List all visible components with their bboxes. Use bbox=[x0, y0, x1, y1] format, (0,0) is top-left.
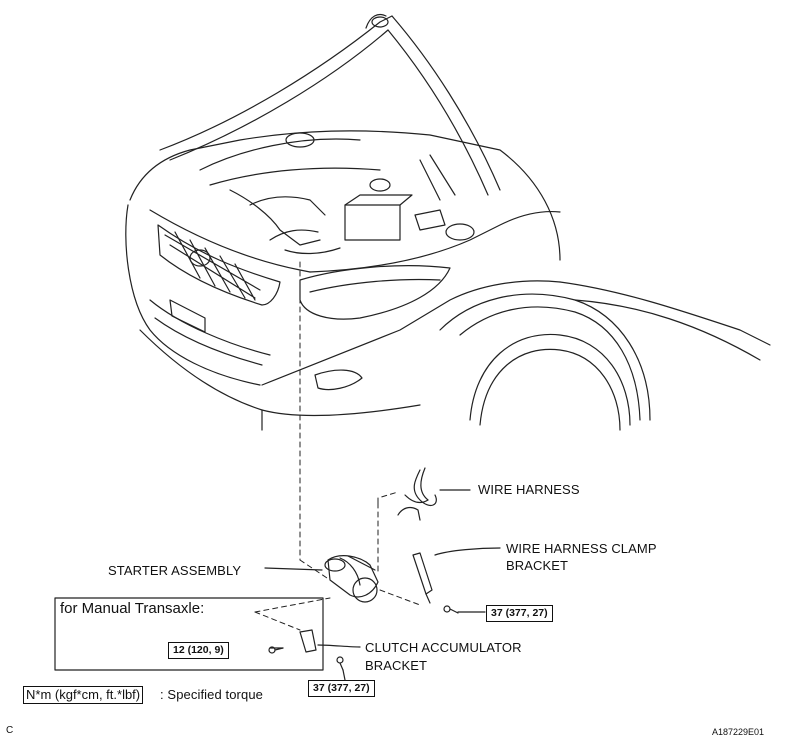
label-wire-harness-clamp: WIRE HARNESS CLAMP bbox=[506, 541, 657, 556]
leader-dashed-7 bbox=[254, 611, 301, 631]
bolts bbox=[268, 605, 459, 671]
hood bbox=[159, 13, 501, 196]
label-clutch-accumulator: CLUTCH ACCUMULATOR bbox=[365, 640, 522, 655]
label-clutch-bracket: BRACKET bbox=[365, 658, 428, 673]
leader-dashed-6 bbox=[254, 597, 331, 613]
leader-dashed-5 bbox=[379, 589, 421, 606]
label-starter-assembly: STARTER ASSEMBLY bbox=[108, 563, 242, 578]
torque-unit-legend: N*m (kgf*cm, ft.*lbf) bbox=[23, 686, 144, 704]
engine-bay bbox=[199, 132, 475, 255]
manual-transaxle-frame bbox=[54, 597, 324, 671]
label-manual-transaxle: for Manual Transaxle: bbox=[60, 600, 205, 617]
fog-light bbox=[314, 369, 363, 391]
car-body bbox=[125, 130, 771, 431]
grille bbox=[157, 224, 281, 306]
label-clamp-bracket: BRACKET bbox=[506, 558, 569, 573]
torque-starter-bolt: 37 (377, 27) bbox=[308, 680, 375, 697]
torque-bracket-bolt: 37 (377, 27) bbox=[486, 605, 553, 622]
clamp-bracket-part bbox=[412, 547, 501, 604]
corner-letter: C bbox=[6, 725, 14, 736]
wire-harness-part bbox=[397, 467, 471, 521]
torque-legend-text: : Specified torque bbox=[160, 687, 263, 702]
torque-accumulator-bolt: 12 (120, 9) bbox=[168, 642, 229, 659]
headlight bbox=[299, 265, 451, 320]
clutch-accumulator-bracket-part bbox=[299, 629, 361, 653]
leader-dashed-3 bbox=[377, 491, 399, 504]
label-wire-harness: WIRE HARNESS bbox=[478, 482, 580, 497]
starter-assembly-part bbox=[264, 555, 379, 603]
figure-id: A187229E01 bbox=[712, 727, 765, 737]
